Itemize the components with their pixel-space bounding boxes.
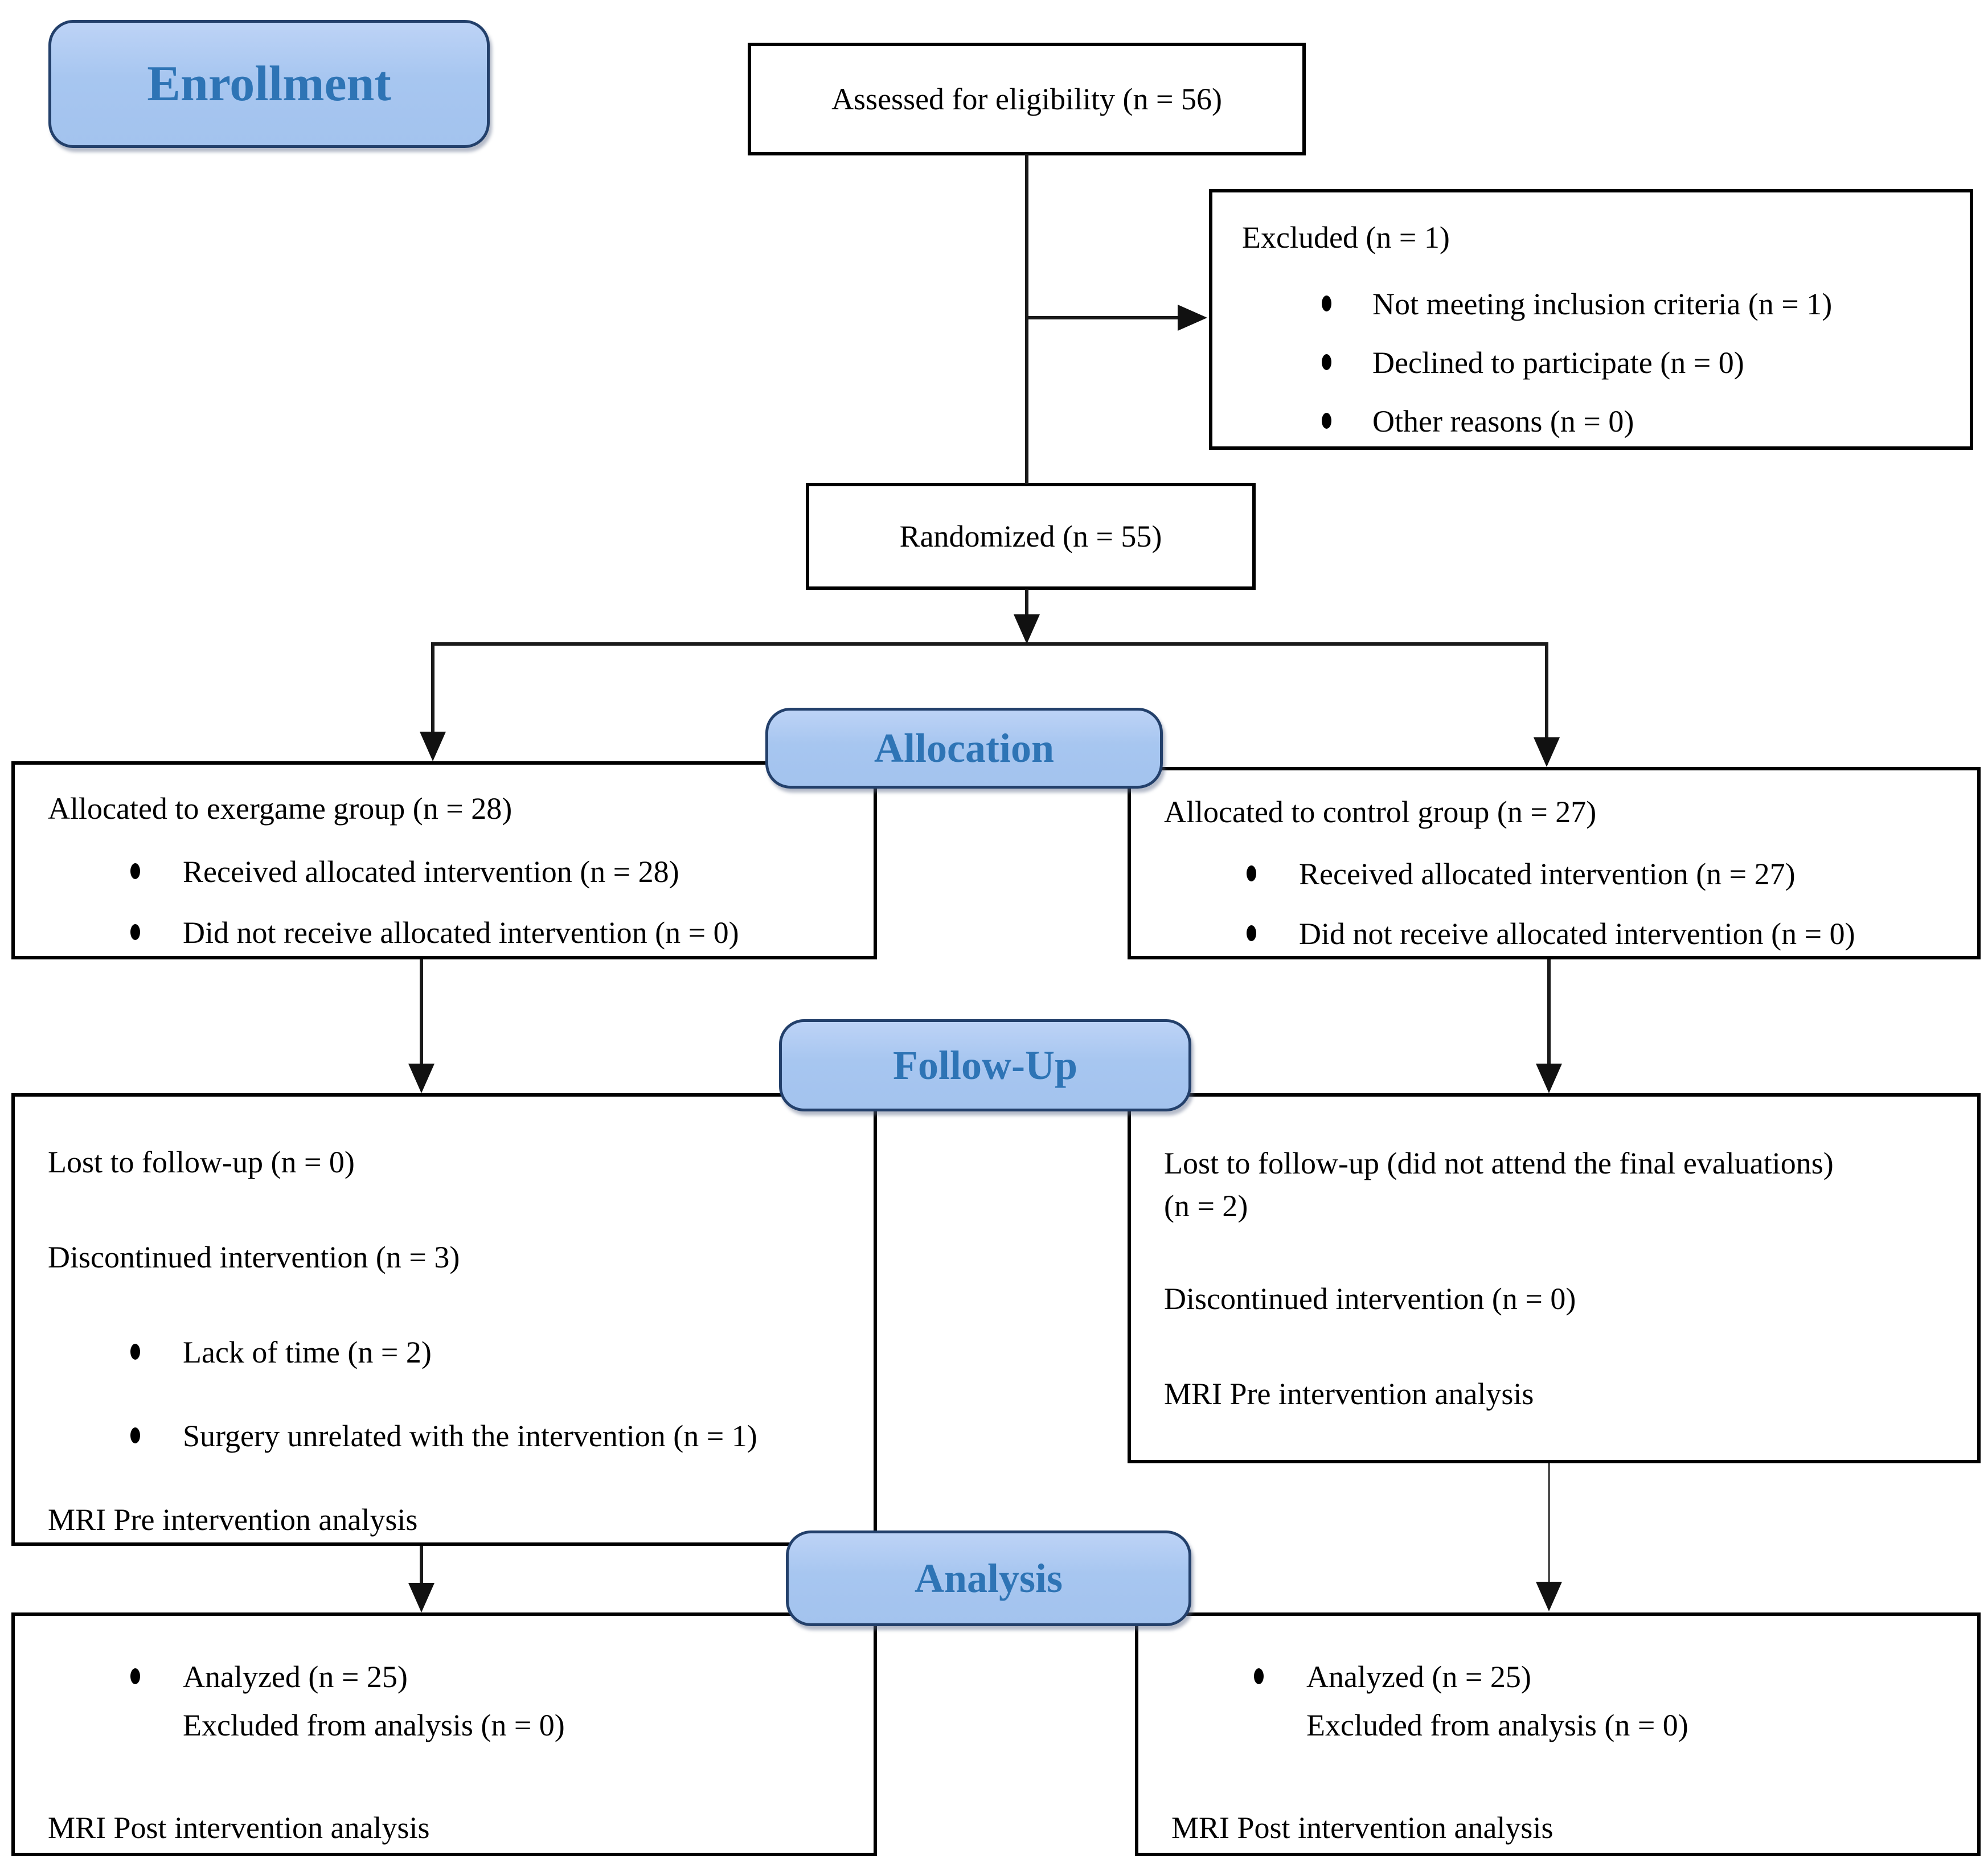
analysis-exergame-bullet: Analyzed (n = 25) bbox=[48, 1656, 856, 1698]
followup-exergame-line2: Discontinued intervention (n = 3) bbox=[48, 1240, 460, 1274]
allocated-exergame-bullet-2: Did not receive allocated intervention (… bbox=[48, 912, 856, 954]
arrowhead-alloc-right bbox=[1534, 737, 1560, 767]
analysis-control-bullet: Analyzed (n = 25) bbox=[1171, 1656, 1960, 1698]
analysis-control-box: Analyzed (n = 25) Excluded from analysis… bbox=[1135, 1612, 1981, 1856]
bullet-icon bbox=[1254, 1668, 1264, 1684]
excluded-bullet-2-text: Declined to participate (n = 0) bbox=[1372, 346, 1744, 380]
connector-alloc-to-followup-left bbox=[420, 959, 423, 1065]
analysis-banner: Analysis bbox=[786, 1530, 1191, 1626]
arrowhead-excluded bbox=[1178, 305, 1207, 331]
bullet-icon bbox=[130, 1427, 140, 1443]
allocated-control-bullet-1: Received allocated intervention (n = 27) bbox=[1164, 853, 1960, 896]
allocated-exergame-bullet-1-text: Received allocated intervention (n = 28) bbox=[183, 855, 679, 889]
bullet-icon bbox=[1247, 925, 1256, 941]
bullet-icon bbox=[130, 863, 140, 879]
analysis-control-sub: Excluded from analysis (n = 0) bbox=[1306, 1708, 1688, 1742]
arrowhead-distribution bbox=[1014, 614, 1040, 644]
followup-control-line3: MRI Pre intervention analysis bbox=[1164, 1377, 1534, 1411]
followup-control-line2: Discontinued intervention (n = 0) bbox=[1164, 1282, 1576, 1316]
allocated-exergame-bullet-2-text: Did not receive allocated intervention (… bbox=[183, 916, 739, 950]
followup-control-box: Lost to follow-up (did not attend the fi… bbox=[1128, 1093, 1981, 1463]
allocation-banner: Allocation bbox=[765, 708, 1163, 789]
followup-exergame-bullet-1-text: Lack of time (n = 2) bbox=[183, 1335, 432, 1369]
followup-control-line1: Lost to follow-up (did not attend the fi… bbox=[1164, 1146, 1834, 1223]
bullet-icon bbox=[1322, 413, 1331, 429]
bullet-icon bbox=[1247, 865, 1256, 881]
allocated-control-bullet-2: Did not receive allocated intervention (… bbox=[1164, 913, 1960, 955]
bullet-icon bbox=[130, 924, 140, 940]
followup-exergame-box: Lost to follow-up (n = 0) Discontinued i… bbox=[11, 1093, 877, 1546]
analysis-exergame-bullet-text: Analyzed (n = 25) bbox=[183, 1660, 408, 1694]
bullet-icon bbox=[1322, 354, 1331, 370]
followup-exergame-line1: Lost to follow-up (n = 0) bbox=[48, 1145, 355, 1179]
allocated-control-box: Allocated to control group (n = 27) Rece… bbox=[1128, 767, 1981, 959]
connector-followup-to-analysis-right bbox=[1548, 1463, 1550, 1583]
followup-banner-label: Follow-Up bbox=[893, 1042, 1077, 1088]
arrowhead-analysis-right bbox=[1536, 1582, 1562, 1611]
followup-exergame-footer: MRI Pre intervention analysis bbox=[48, 1503, 418, 1537]
analysis-exergame-footer: MRI Post intervention analysis bbox=[48, 1811, 430, 1845]
assessed-box: Assessed for eligibility (n = 56) bbox=[748, 43, 1306, 155]
excluded-bullet-3: Other reasons (n = 0) bbox=[1242, 400, 1947, 443]
analysis-banner-label: Analysis bbox=[914, 1555, 1063, 1601]
analysis-exergame-sub: Excluded from analysis (n = 0) bbox=[183, 1708, 565, 1742]
followup-exergame-bullet-1: Lack of time (n = 2) bbox=[48, 1331, 856, 1374]
allocated-control-bullet-2-text: Did not receive allocated intervention (… bbox=[1299, 917, 1855, 951]
randomized-box: Randomized (n = 55) bbox=[806, 483, 1256, 590]
allocated-exergame-bullet-1: Received allocated intervention (n = 28) bbox=[48, 851, 856, 893]
connector-alloc-to-followup-right bbox=[1547, 959, 1551, 1065]
excluded-title: Excluded (n = 1) bbox=[1242, 220, 1450, 255]
excluded-bullet-2: Declined to participate (n = 0) bbox=[1242, 342, 1947, 384]
connector-left-drop bbox=[431, 642, 435, 733]
connector-randomized-down bbox=[1025, 589, 1028, 621]
allocated-exergame-box: Allocated to exergame group (n = 28) Rec… bbox=[11, 761, 877, 959]
followup-exergame-bullet-2-text: Surgery unrelated with the intervention … bbox=[183, 1419, 757, 1453]
followup-exergame-bullet-2: Surgery unrelated with the intervention … bbox=[48, 1415, 856, 1458]
bullet-icon bbox=[130, 1344, 140, 1360]
arrowhead-alloc-left bbox=[420, 732, 446, 761]
analysis-control-footer: MRI Post intervention analysis bbox=[1171, 1811, 1553, 1845]
arrowhead-followup-right bbox=[1536, 1064, 1562, 1093]
excluded-box: Excluded (n = 1) Not meeting inclusion c… bbox=[1209, 189, 1973, 450]
connector-followup-to-analysis-left bbox=[420, 1546, 423, 1586]
connector-to-excluded bbox=[1027, 316, 1178, 319]
arrowhead-analysis-left bbox=[408, 1583, 435, 1612]
distribution-line bbox=[431, 642, 1548, 646]
excluded-bullet-3-text: Other reasons (n = 0) bbox=[1372, 404, 1634, 438]
followup-banner: Follow-Up bbox=[779, 1019, 1191, 1111]
excluded-bullet-1-text: Not meeting inclusion criteria (n = 1) bbox=[1372, 287, 1833, 321]
connector-right-drop bbox=[1545, 642, 1548, 739]
enrollment-banner: Enrollment bbox=[48, 20, 490, 148]
bullet-icon bbox=[1322, 296, 1331, 311]
analysis-control-bullet-text: Analyzed (n = 25) bbox=[1306, 1660, 1531, 1694]
excluded-bullet-1: Not meeting inclusion criteria (n = 1) bbox=[1242, 283, 1947, 326]
randomized-text: Randomized (n = 55) bbox=[899, 519, 1162, 553]
allocated-control-bullet-1-text: Received allocated intervention (n = 27) bbox=[1299, 857, 1796, 891]
arrowhead-followup-left bbox=[408, 1064, 435, 1093]
enrollment-banner-label: Enrollment bbox=[147, 56, 391, 112]
analysis-exergame-box: Analyzed (n = 25) Excluded from analysis… bbox=[11, 1612, 877, 1856]
allocated-control-title: Allocated to control group (n = 27) bbox=[1164, 795, 1597, 829]
allocation-banner-label: Allocation bbox=[874, 725, 1054, 771]
allocated-exergame-title: Allocated to exergame group (n = 28) bbox=[48, 791, 513, 826]
bullet-icon bbox=[130, 1668, 140, 1684]
assessed-text: Assessed for eligibility (n = 56) bbox=[831, 81, 1222, 116]
